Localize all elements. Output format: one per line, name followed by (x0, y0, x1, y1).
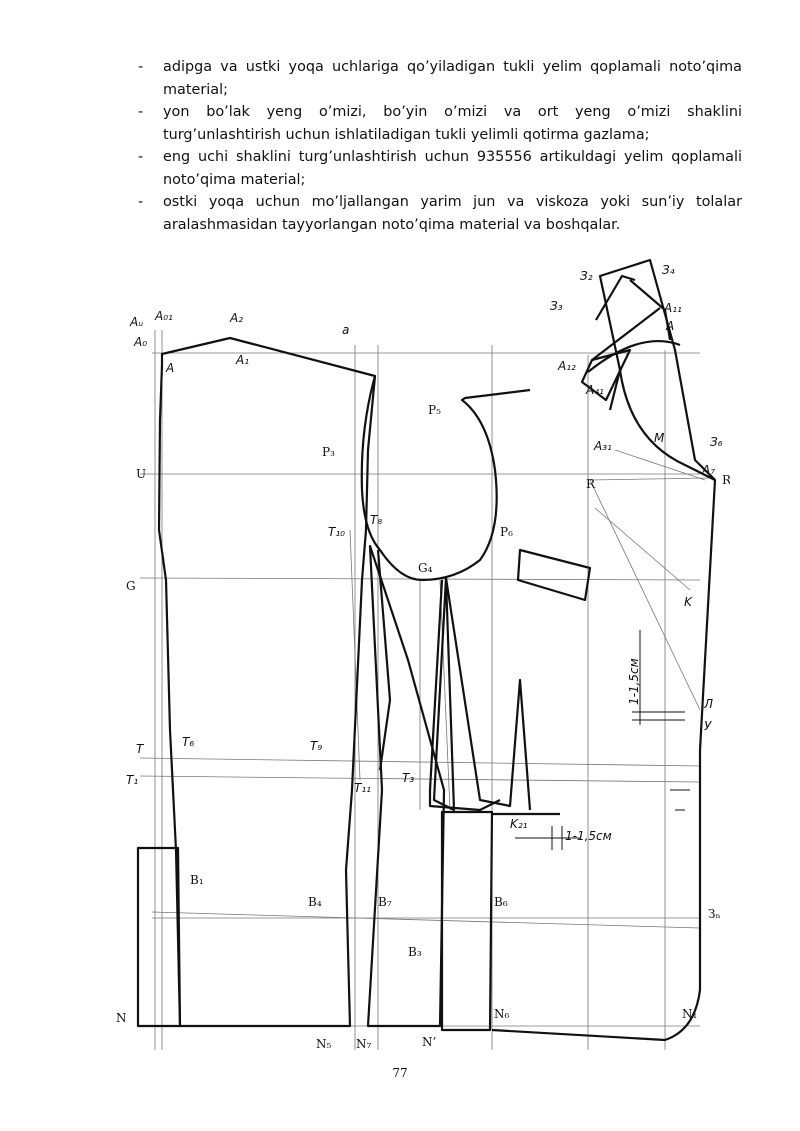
label-R-prime: R’ (722, 473, 730, 487)
pocket-flap (516, 548, 592, 602)
label-T6: T₆ (182, 735, 194, 749)
pattern-drawing: Aᵤ A₀₁ A₀ A₂ A₁ A a U G T T₁ N P₃ P₅ P₆ … (116, 258, 730, 1051)
label-T10: T₁₀ (328, 525, 345, 539)
pattern-outlines (136, 258, 717, 1042)
label-A31: A₃₁ (593, 439, 612, 453)
label-N7: N₇ (356, 1037, 372, 1051)
line-B-slant (151, 911, 701, 929)
label-T11: T₁₁ (354, 781, 371, 795)
label-T3: T₃ (402, 771, 414, 785)
front-piece-outline (157, 336, 377, 1028)
label-G4: G₄ (418, 561, 433, 575)
label-A12: A₁₂ (557, 359, 576, 373)
label-A7: A₇ (701, 463, 715, 477)
label-T: T (136, 742, 145, 756)
bullet-item: - ostki yoqa uchun mo’ljallangan yarim ju… (138, 191, 742, 236)
label-Z4: З₄ (662, 263, 675, 277)
bullet-dash: - (138, 104, 144, 120)
label-N1: N₁ (682, 1007, 697, 1021)
label-dim-horizontal: 1-1,5см (565, 829, 612, 843)
label-A2: A₂ (229, 311, 243, 325)
diag-R (589, 477, 711, 481)
diag-lapel (589, 479, 701, 711)
bullet-item: - eng uchi shaklini turg’unlashtirish uch… (138, 146, 742, 191)
back-hem (440, 810, 494, 1032)
label-A41: A₄₁ (585, 383, 604, 397)
pattern-labels: Aᵤ A₀₁ A₀ A₂ A₁ A a U G T T₁ N P₃ P₅ P₆ … (116, 263, 730, 1051)
label-Z6: З₆ (710, 435, 723, 449)
label-N-prime: N’ (422, 1035, 436, 1049)
front-hem-extension (136, 846, 182, 1028)
label-M: M (654, 431, 665, 445)
collar-upper (595, 274, 636, 321)
label-Z3a: З₃ (550, 299, 563, 313)
label-B3: B₃ (408, 945, 422, 959)
label-B6: B₆ (494, 895, 508, 909)
dimension-marks (515, 630, 690, 850)
bullet-text: adipga va ustki yoqa uchlariga qo’yiladi… (163, 59, 742, 98)
bullet-text: eng uchi shaklini turg’unlashtirish uchu… (163, 149, 742, 188)
label-T1: T₁ (126, 773, 138, 787)
bullet-text: yon bo’lak yeng o’mizi, bo’yin o’mizi va… (163, 104, 742, 143)
label-T9: T₉ (310, 739, 322, 753)
label-G: G (126, 579, 136, 593)
front-edge (491, 474, 717, 1042)
label-K: K (684, 595, 693, 609)
label-Z2: З₂ (580, 269, 593, 283)
label-T8: T₈ (370, 513, 382, 527)
bullet-dash: - (138, 194, 144, 210)
diag-K (594, 507, 691, 591)
collar-upper-2 (629, 279, 672, 341)
bullet-text: ostki yoqa uchun mo’ljallangan yarim jun… (163, 194, 742, 233)
bullet-item: - yon bo’lak yeng o’mizi, bo’yin o’mizi v… (138, 101, 742, 146)
label-N5: N₅ (316, 1037, 332, 1051)
bullet-list: - adipga va ustki yoqa uchlariga qo’yilad… (138, 56, 742, 236)
label-N: N (116, 1011, 127, 1025)
label-K21: K₂₁ (510, 817, 528, 831)
diag-A31 (614, 449, 706, 481)
label-A1: A₁ (235, 353, 249, 367)
back-sleeve-piece (444, 577, 532, 811)
label-A: A (165, 361, 174, 375)
label-B1: B₁ (190, 873, 204, 887)
label-Zn: Зₙ (708, 907, 721, 921)
collar-curve (587, 339, 681, 373)
label-A01: A₀₁ (154, 309, 173, 323)
label-dim-vertical: 1-1,5см (627, 658, 641, 705)
back-bottom (428, 579, 501, 812)
construction-lines (139, 330, 711, 1050)
label-U-cyr: У (704, 719, 712, 733)
label-A11: A₁₁ (663, 301, 682, 315)
collar-line-1 (591, 307, 661, 361)
dart-guide (349, 529, 361, 781)
label-P5: P₅ (428, 403, 441, 417)
label-B4: B₄ (308, 895, 322, 909)
label-U: U (136, 467, 146, 481)
label-B7: B₇ (378, 895, 392, 909)
label-a: a (342, 323, 349, 337)
side-dart (376, 549, 392, 771)
g4-dart (432, 577, 456, 812)
bullet-item: - adipga va ustki yoqa uchlariga qo’yilad… (138, 56, 742, 101)
label-A0: A₀ (133, 335, 147, 349)
bullet-dash: - (138, 59, 144, 75)
bullet-dash: - (138, 149, 144, 165)
label-N6: N₆ (494, 1007, 510, 1021)
g4-guide2 (439, 579, 451, 811)
lapel-curve (618, 369, 716, 481)
page-number: 77 (392, 1066, 408, 1080)
label-P6: P₆ (500, 525, 513, 539)
side-panel (366, 544, 446, 1028)
armhole-curve (360, 375, 531, 582)
label-L: Л (703, 697, 713, 711)
label-Au: Aᵤ (129, 315, 143, 329)
label-P3: P₃ (322, 445, 335, 459)
label-R: R (586, 477, 596, 491)
label-A-collar: A (665, 319, 674, 333)
